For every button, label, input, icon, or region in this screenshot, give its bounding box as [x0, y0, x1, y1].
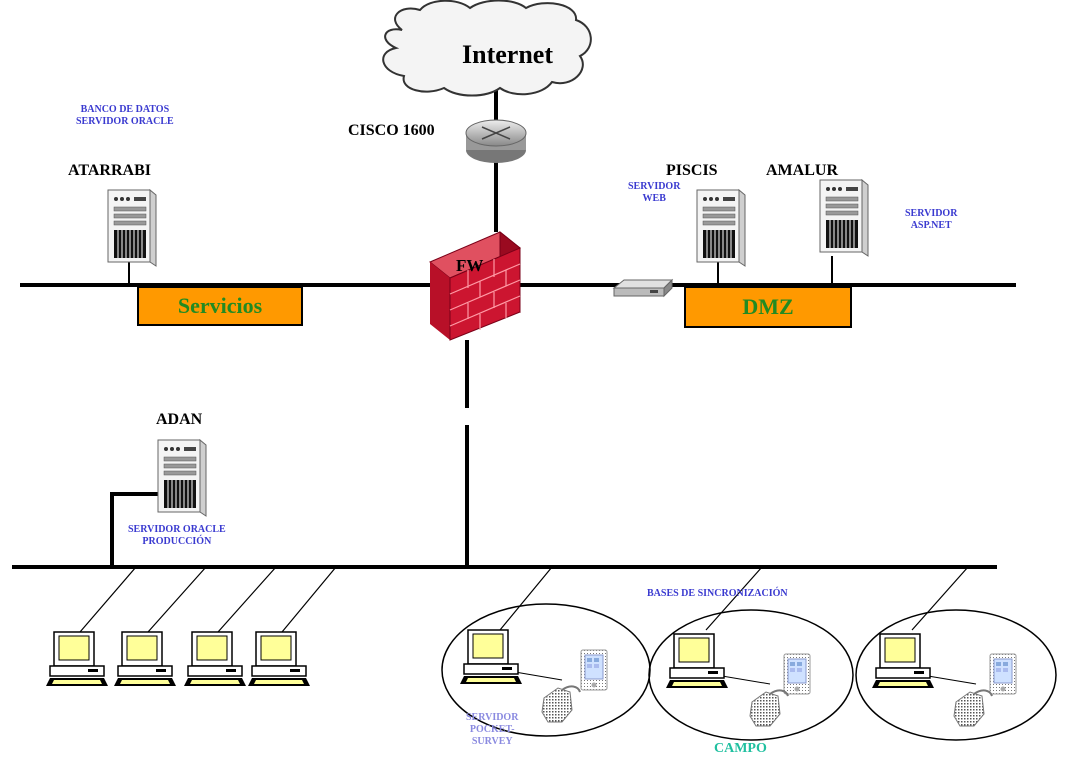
pda-icon: [580, 649, 608, 691]
adan-name: ADAN: [156, 411, 203, 428]
workstation-icon: [45, 631, 109, 687]
dmz-segment: DMZ: [684, 286, 852, 328]
amalur-name: AMALUR: [766, 162, 838, 179]
phone-icon: [953, 689, 993, 727]
firewall-icon: [429, 230, 521, 341]
cloud-icon: [382, 0, 592, 97]
workstation-icon: [459, 629, 523, 685]
firewall-label: FW: [456, 256, 484, 275]
adan-role: SERVIDOR ORACLE PRODUCCIÓN: [128, 524, 226, 547]
workstation-icon: [871, 633, 935, 689]
server-icon: [819, 179, 869, 257]
switch-icon: [612, 278, 674, 298]
workstation-icon: [247, 631, 311, 687]
pda-icon: [783, 653, 811, 695]
atarrabi-role: BANCO DE DATOS SERVIDOR ORACLE: [76, 104, 174, 127]
piscis-role: SERVIDOR WEB: [628, 181, 681, 204]
servicios-label: Servicios: [177, 293, 263, 318]
piscis-name: PISCIS: [666, 162, 718, 179]
workstation-icon: [665, 633, 729, 689]
router-label: CISCO 1600: [348, 122, 435, 139]
internet-label: Internet: [462, 40, 553, 69]
workstation-icon: [113, 631, 177, 687]
amalur-role: SERVIDOR ASP.NET: [905, 208, 958, 231]
sync-label: BASES DE SINCRONIZACIÓN: [647, 588, 788, 599]
atarrabi-name: ATARRABI: [68, 162, 151, 179]
server-icon: [107, 189, 157, 267]
campo-label: CAMPO: [714, 741, 767, 756]
sync-groups: [441, 603, 1057, 741]
servicios-segment: Servicios: [137, 286, 303, 326]
phone-icon: [541, 685, 581, 723]
network-links: [12, 80, 1016, 685]
dmz-label: DMZ: [742, 294, 794, 319]
pda-icon: [989, 653, 1017, 695]
pocket-survey-label: SERVIDOR POCKET- SURVEY: [466, 712, 519, 747]
router-icon: [465, 119, 527, 163]
server-icon: [157, 439, 207, 517]
phone-icon: [749, 689, 789, 727]
server-icon: [696, 189, 746, 267]
workstation-icon: [183, 631, 247, 687]
